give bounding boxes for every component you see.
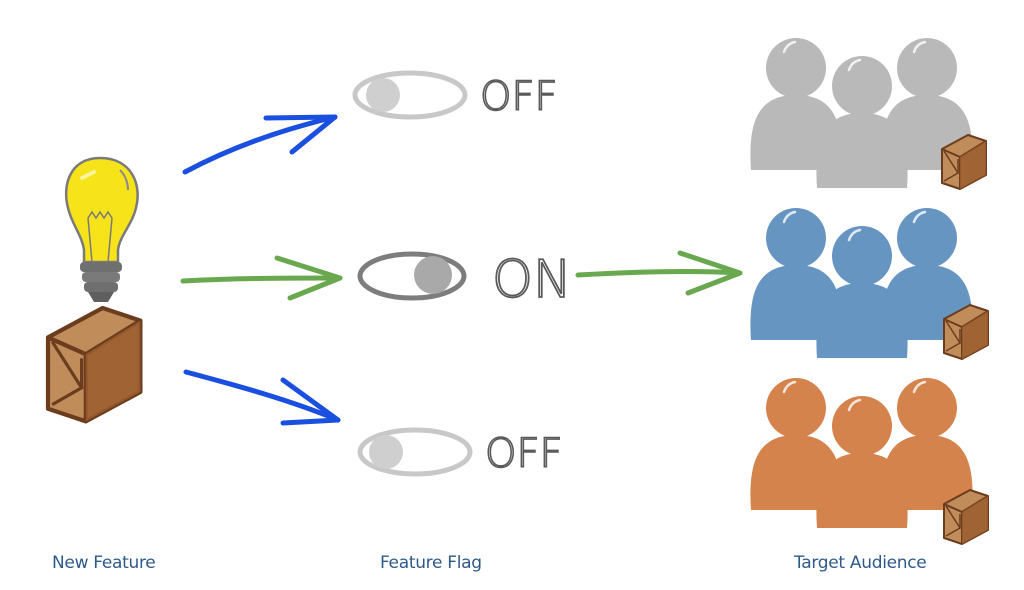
arrow-to-toggle-top (182, 114, 338, 175)
light-bulb-icon (64, 156, 139, 302)
toggle-label-bottom: OFF (485, 431, 563, 477)
toggle-switch-on-middle[interactable]: ON (357, 249, 573, 311)
toggle-switch-off-top[interactable]: OFF (352, 70, 558, 121)
arrow-to-toggle-bottom (183, 369, 341, 426)
caption-feature-flag: Feature Flag (380, 553, 482, 573)
toggle-label-top: OFF (480, 74, 558, 120)
arrow-to-toggle-middle (180, 255, 343, 301)
person-highlights (782, 40, 927, 412)
caption-new-feature: New Feature (52, 553, 156, 573)
arrow-to-target-audience (575, 250, 743, 296)
toggle-label-middle: ON (492, 250, 572, 310)
audience-group-gray (750, 38, 987, 190)
audience-group-orange (750, 378, 989, 545)
toggle-switch-off-bottom[interactable]: OFF (357, 427, 563, 478)
package-box-icon (48, 308, 140, 421)
caption-target-audience: Target Audience (794, 553, 927, 573)
audience-group-blue (750, 208, 989, 360)
